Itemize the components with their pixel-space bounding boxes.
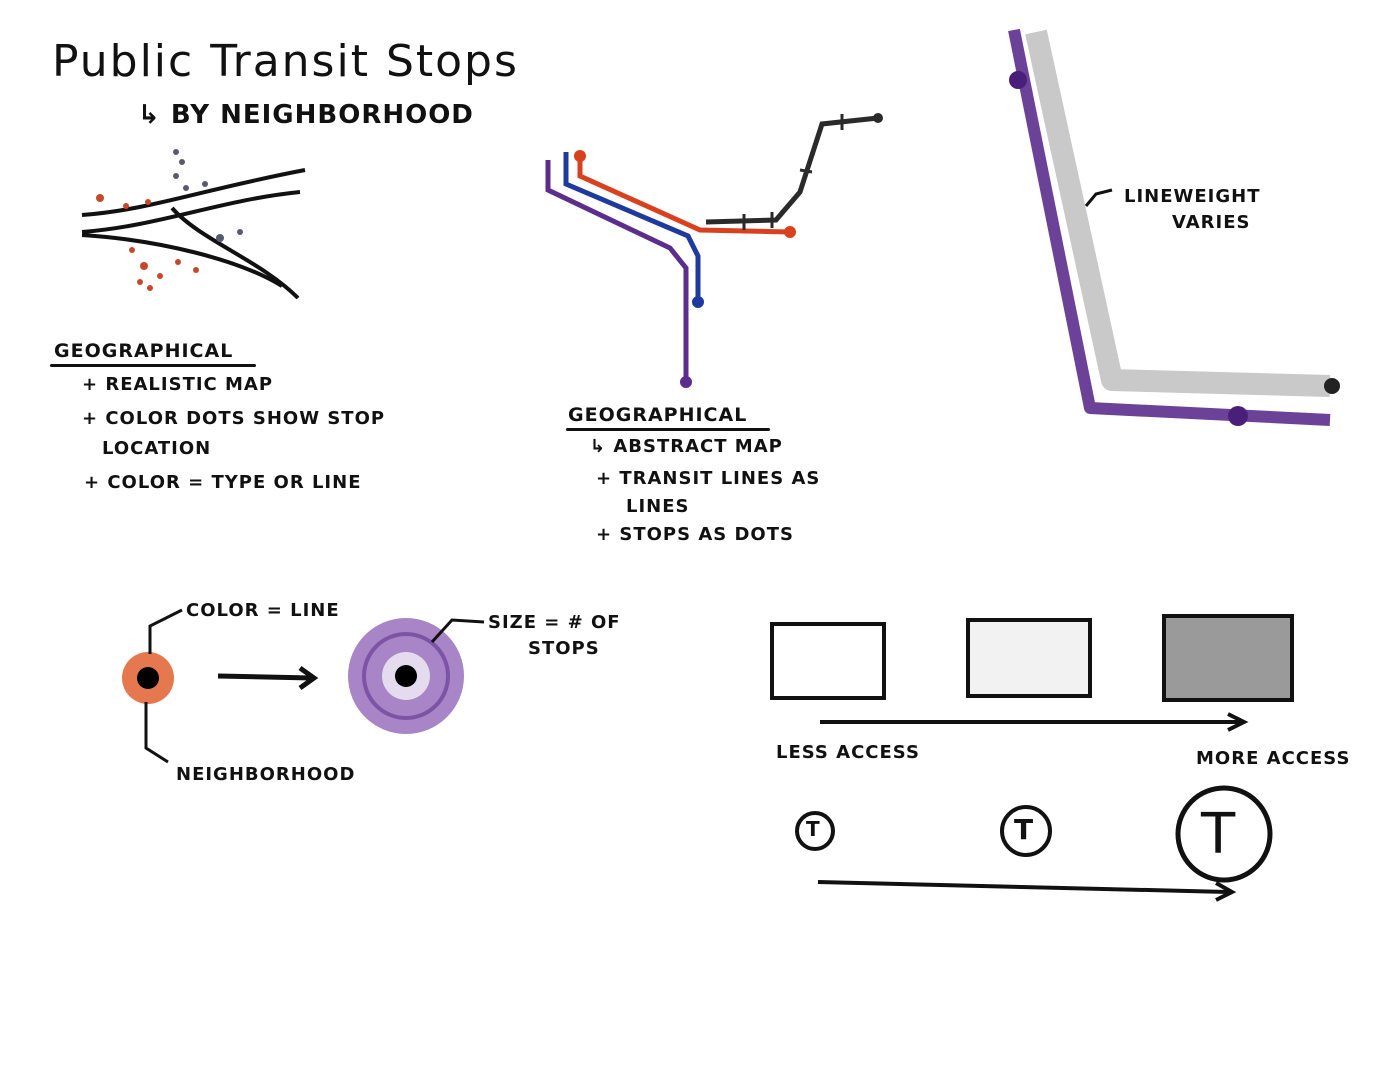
map-road xyxy=(81,168,306,217)
center-dot xyxy=(395,665,417,687)
more-access-label: MORE ACCESS xyxy=(1196,748,1351,769)
stop-dot xyxy=(574,150,586,162)
lineweight-annotation: LINEWEIGHT xyxy=(1124,186,1261,207)
size-label: STOPS xyxy=(528,638,600,659)
lineweight-annotation: VARIES xyxy=(1172,212,1251,233)
map-road xyxy=(81,190,301,234)
center-dot xyxy=(137,667,159,689)
t-letter: T xyxy=(1014,813,1035,846)
arrow-line xyxy=(817,880,1229,894)
access-sketch xyxy=(770,614,1294,902)
stop-dot xyxy=(873,113,883,123)
proportional-symbol-sketch xyxy=(122,608,485,764)
access-box-high xyxy=(1162,614,1294,702)
label-leader xyxy=(144,702,169,764)
t-symbol-medium xyxy=(1000,805,1052,857)
less-access-label: LESS ACCESS xyxy=(776,742,920,763)
sketch1-note: + COLOR DOTS SHOW STOP xyxy=(82,408,386,429)
stop-dot xyxy=(1324,378,1340,394)
t-symbol-small xyxy=(795,811,835,851)
sketch1-note: + COLOR = TYPE OR LINE xyxy=(84,472,362,493)
color-line-label: COLOR = LINE xyxy=(186,600,340,621)
blue-transit-line xyxy=(563,152,701,302)
page-title: Public Transit Stops xyxy=(52,36,519,87)
gray-thick-line xyxy=(1025,29,1331,397)
sketch1-heading: GEOGRAPHICAL xyxy=(54,340,234,362)
t-symbol-large xyxy=(1175,785,1273,883)
page-subtitle: ↳ BY NEIGHBORHOOD xyxy=(138,100,474,130)
purple-transit-line xyxy=(545,160,689,382)
sketch1-note: LOCATION xyxy=(102,438,212,459)
label-leader xyxy=(430,618,485,644)
arrow-head xyxy=(1227,712,1249,732)
stop-dot xyxy=(1228,406,1248,426)
red-stop-dots xyxy=(96,194,199,291)
sketch2-note: ↳ ABSTRACT MAP xyxy=(590,436,783,457)
sketch2-heading: GEOGRAPHICAL xyxy=(568,404,748,426)
stop-dot xyxy=(784,226,796,238)
neighborhood-label: NEIGHBORHOOD xyxy=(176,764,356,785)
label-leader xyxy=(148,608,183,654)
gray-stop-dots xyxy=(173,149,243,242)
stop-dot xyxy=(680,376,692,388)
t-letter: T xyxy=(1201,802,1237,867)
abstract-map-sketch xyxy=(545,113,883,388)
map-road xyxy=(170,206,300,300)
black-transit-line xyxy=(705,115,879,225)
annotation-leader xyxy=(1084,188,1113,207)
access-box-low xyxy=(770,622,886,700)
realistic-map-sketch xyxy=(81,149,306,300)
arrow-head xyxy=(1215,881,1237,902)
sketch2-note: + TRANSIT LINES AS xyxy=(596,468,821,489)
heading-underline xyxy=(566,428,770,431)
arrow-line xyxy=(217,673,313,681)
lineweight-sketch xyxy=(1008,28,1340,426)
size-label: SIZE = # OF xyxy=(488,612,621,633)
sketch2-note: LINES xyxy=(626,496,690,517)
arrow-head xyxy=(298,665,319,691)
sketch2-note: + STOPS AS DOTS xyxy=(596,524,794,545)
heading-underline xyxy=(50,364,256,367)
stop-dot xyxy=(692,296,704,308)
stop-dot xyxy=(1009,71,1027,89)
t-letter: T xyxy=(806,817,821,841)
sketch1-note: + REALISTIC MAP xyxy=(82,374,274,395)
access-box-mid xyxy=(966,618,1092,698)
purple-thick-line xyxy=(1008,28,1331,426)
map-road xyxy=(81,233,284,288)
red-transit-line xyxy=(577,156,791,235)
